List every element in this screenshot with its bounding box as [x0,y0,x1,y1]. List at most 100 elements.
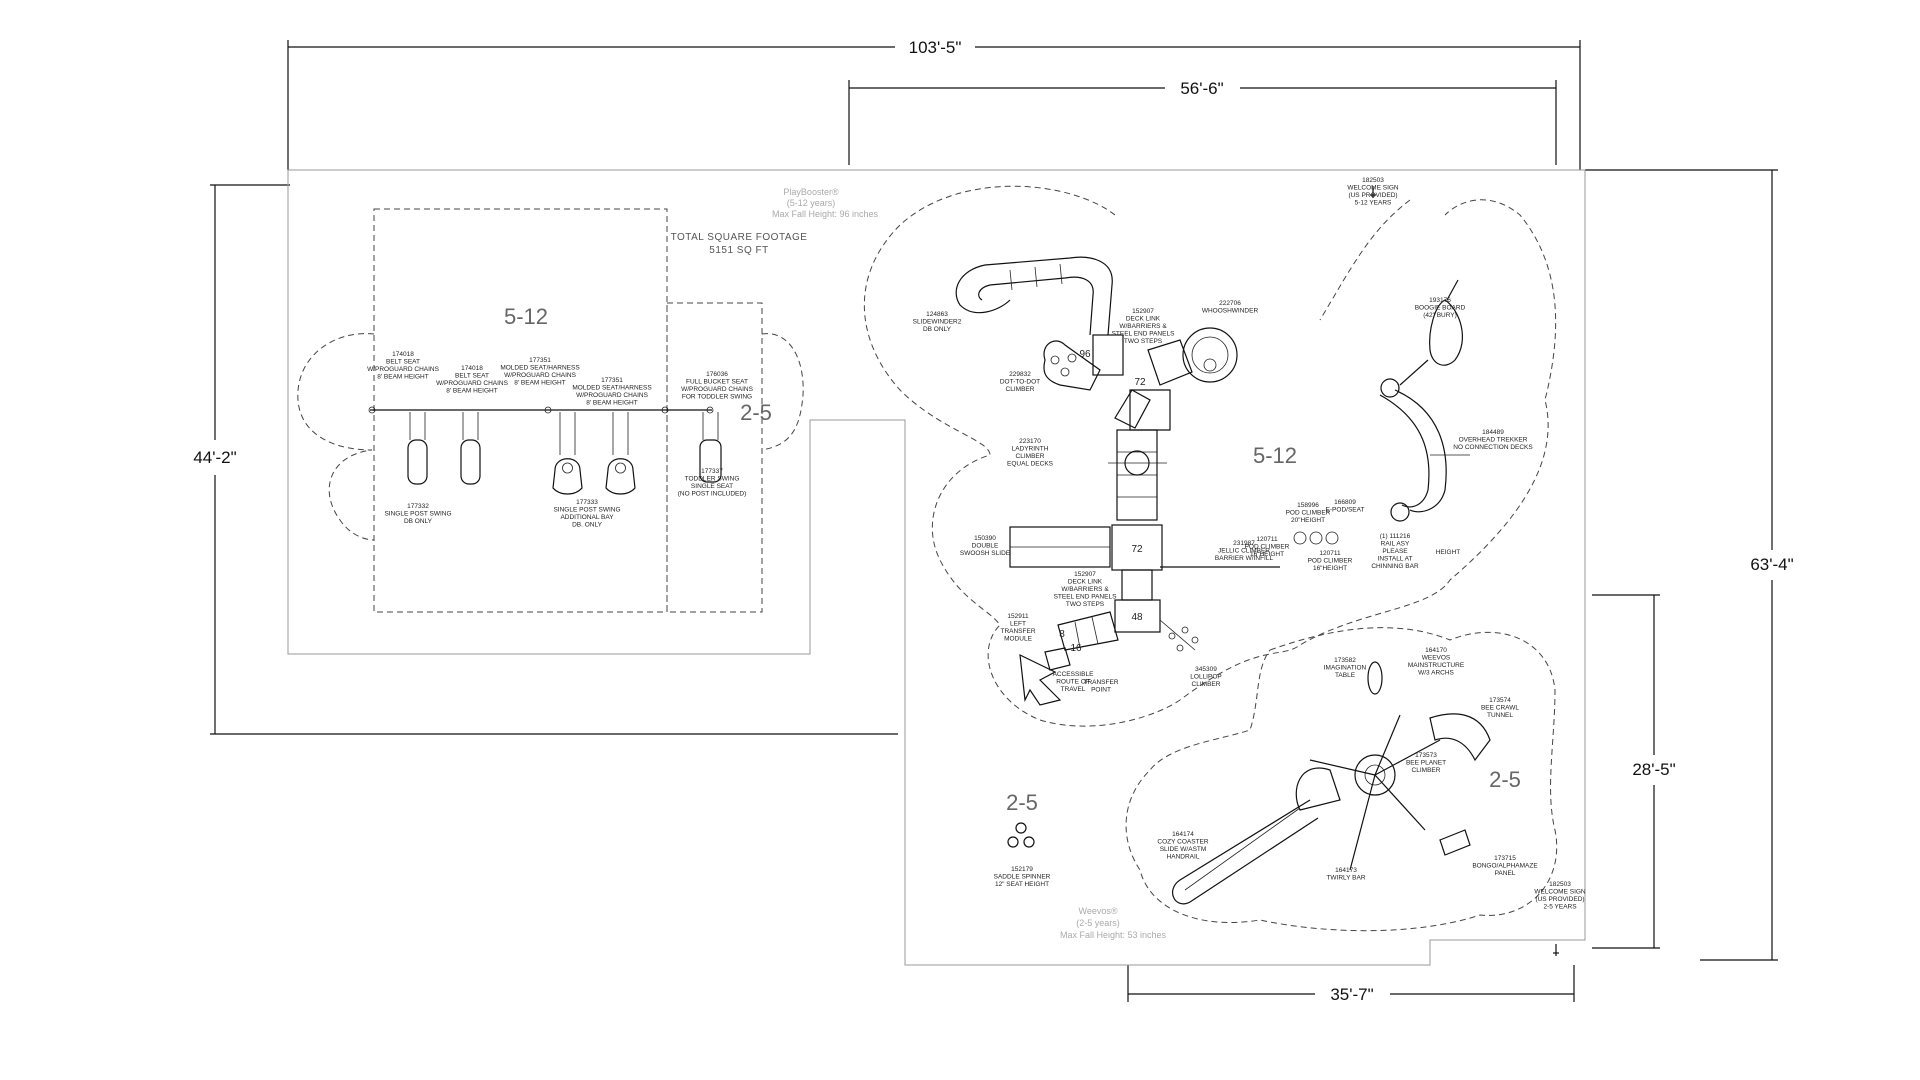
dimension-lower-width: 35'-7" [1127,965,1575,1004]
total-square-footage-value: 5151 SQ FT [709,245,768,256]
label-line: BONGO/ALPHAMAZE [1472,863,1538,870]
label-l_height: HEIGHT [1436,549,1461,556]
label-line: BARRIER W/INFILL [1215,555,1274,562]
label-line: W/BARRIERS & [1119,323,1167,330]
label-line: DECK LINK [1126,316,1161,323]
zone-label-play-5-12: 5-12 [1253,443,1297,468]
label-line: 152911 [1007,613,1029,620]
dim-text-lower-right-height: 28'-5" [1632,760,1675,779]
deck-height-72-upper: 72 [1134,377,1146,388]
label-line: TABLE [1335,672,1356,679]
label-line: 5-12 YEARS [1355,200,1392,207]
label-line: 177332 [407,503,429,510]
label-line: 177351 [529,357,551,364]
dimension-overall-width: 103'-5" [287,38,1581,170]
bee-crawl-tunnel [1429,713,1491,762]
swing-use-zone-2-5 [666,302,763,613]
label-line: RAIL ASY [1381,541,1410,548]
label-line: PANEL [1495,870,1516,877]
label-line: BOOGIE BOARD [1415,305,1466,312]
label-line: CLIMBER [1016,453,1045,460]
label-line: DOUBLE [972,543,999,550]
label-line: BELT SEAT [455,373,489,380]
label-line: 152907 [1074,571,1096,578]
label-line: (NO POST INCLUDED) [678,491,747,498]
label-line: MOLDED SEAT/HARNESS [500,365,580,372]
label-line: SINGLE POST SWING [553,507,620,514]
label-line: BEE CRAWL [1481,705,1519,712]
label-line: ADDITIONAL BAY [560,514,614,521]
label-line: 120711 [1319,550,1341,557]
label-line: MODULE [1004,636,1032,643]
deck-height-72-lower: 72 [1131,544,1143,555]
label-line: EQUAL DECKS [1007,461,1054,468]
label-line: 164170 [1425,647,1447,654]
site-boundary [287,169,1586,966]
label-line: (US PROVIDED) [1348,192,1397,199]
label-line: TRANSFER [1000,628,1035,635]
dimension-lower-right-height: 28'-5" [1592,594,1676,949]
label-line: TUNNEL [1487,712,1513,719]
dimension-right-height: 63'-4" [1585,169,1794,961]
svg-text:Max Fall Height: 53 inches: Max Fall Height: 53 inches [1060,930,1167,940]
label-line: INSTALL AT [1378,556,1413,563]
label-line: TRANSFER [1083,679,1118,686]
label-line: ACCESSIBLE [1053,671,1094,678]
label-line: WELCOME SIGN [1347,185,1399,192]
label-line: 182503 [1362,177,1384,184]
lollipop-climber [1159,619,1199,652]
molded-seat-swing-1 [552,412,583,495]
dim-text-overall-width: 103'-5" [909,38,962,57]
zone-label-lower-left-2-5: 2-5 [1006,790,1038,815]
svg-text:(2-5 years): (2-5 years) [1076,918,1120,928]
label-line: 222706 [1219,300,1241,307]
deck-height-48: 48 [1131,612,1143,623]
toddler-bucket-swing [699,412,722,483]
label-line: LADYRINTH [1012,446,1049,453]
label-line: (US PROVIDED) [1535,896,1584,903]
label-line: DB ONLY [404,518,433,525]
label-line: 124863 [926,311,948,318]
label-line: TWO STEPS [1066,601,1105,608]
imagination-table [1367,661,1383,695]
label-line: POD CLIMBER [1286,510,1331,517]
label-line: MOLDED SEAT/HARNESS [572,385,652,392]
label-line: 174018 [392,351,414,358]
cozy-coaster-platform [1295,767,1341,811]
deck-height-8: 8 [1059,629,1065,640]
label-line: E-POD/SEAT [1326,507,1365,514]
saddle-spinner [1007,822,1035,848]
label-line: WHOOSHWINDER [1202,308,1259,315]
label-line: TWO STEPS [1124,338,1163,345]
label-line: W/3 ARCHS [1418,670,1454,677]
label-line: 184489 [1482,429,1504,436]
label-line: STEEL END PANELS [1112,331,1176,338]
label-line: 152179 [1011,866,1033,873]
zone-label-swing-5-12: 5-12 [504,304,548,329]
label-line: IMAGINATION [1324,665,1367,672]
cozy-coaster-slide [1172,799,1319,905]
label-line: 8' BEAM HEIGHT [514,380,565,387]
